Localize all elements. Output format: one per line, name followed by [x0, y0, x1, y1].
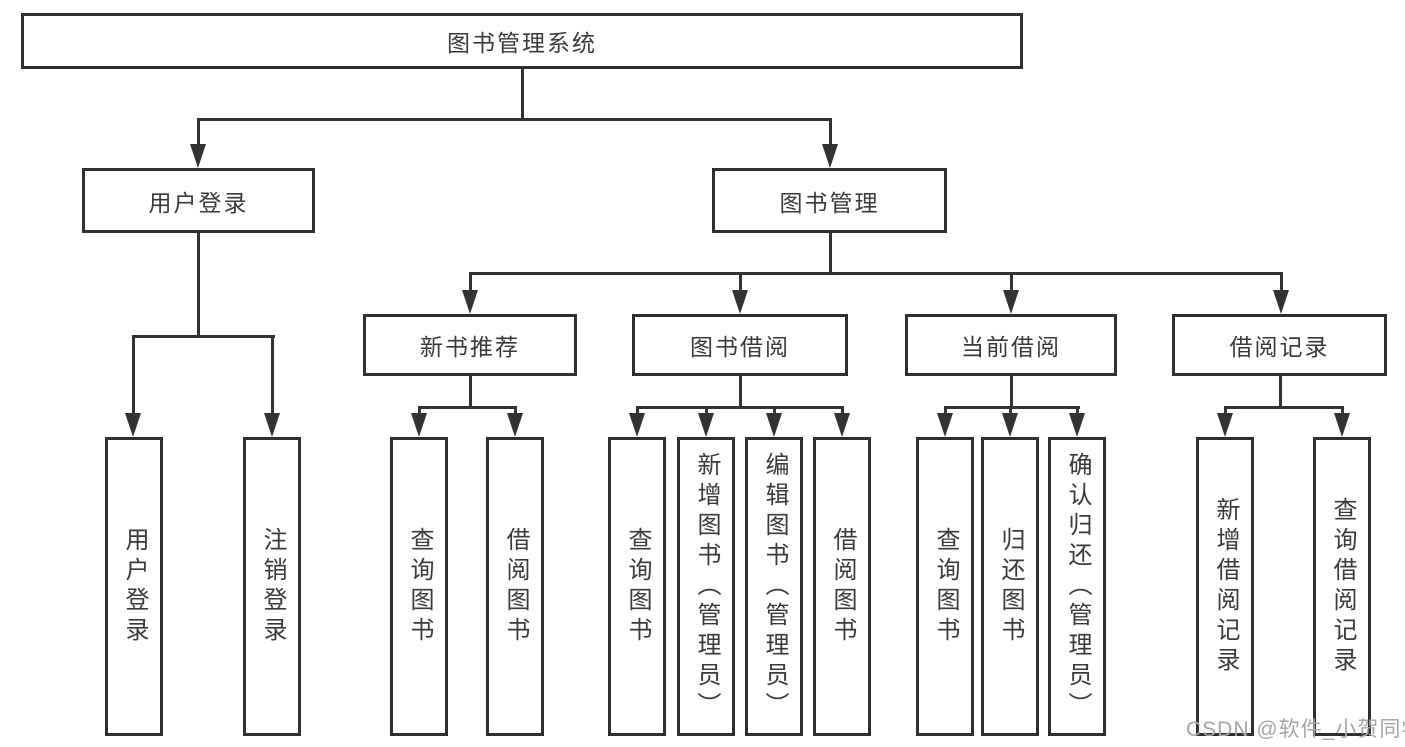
connector-line — [739, 376, 742, 406]
leaf-confirm-return-admin: 确认归还（管理员） — [1048, 437, 1106, 736]
connector-line — [197, 233, 200, 335]
connector-line — [944, 406, 1080, 409]
connector-line — [1010, 272, 1013, 292]
leaf-edit-book-admin: 编辑图书（管理员） — [745, 437, 803, 736]
connector-line — [418, 406, 421, 416]
connector-line — [636, 406, 844, 409]
arrowhead — [698, 413, 714, 437]
leaf-label: 编辑图书（管理员） — [761, 451, 788, 722]
node-label: 图书借阅 — [690, 334, 790, 360]
leaf-borrow-books-borrowing: 借阅图书 — [813, 437, 871, 736]
connector-line — [1224, 406, 1344, 409]
arrowhead — [190, 144, 206, 168]
leaf-label: 用户登录 — [121, 526, 148, 647]
connector-line — [1076, 406, 1079, 416]
arrowhead — [732, 290, 748, 314]
leaf-query-books-recommend: 查询图书 — [390, 437, 448, 736]
leaf-label: 归还图书 — [997, 526, 1024, 647]
arrowhead — [629, 413, 645, 437]
connector-line — [469, 272, 1282, 275]
leaf-label: 查询图书 — [406, 526, 433, 647]
arrowhead — [507, 413, 523, 437]
arrowhead — [264, 413, 280, 437]
leaf-query-books-current: 查询图书 — [916, 437, 974, 736]
leaf-add-book-admin: 新增图书（管理员） — [677, 437, 735, 736]
node-borrowing-records: 借阅记录 — [1172, 314, 1387, 376]
arrowhead — [1003, 290, 1019, 314]
arrowhead — [1002, 413, 1018, 437]
connector-line — [1279, 376, 1282, 406]
connector-line — [944, 406, 947, 416]
leaf-return-book: 归还图书 — [981, 437, 1039, 736]
leaf-label: 查询借阅记录 — [1329, 496, 1356, 677]
arrowhead — [1217, 413, 1233, 437]
arrowhead — [766, 413, 782, 437]
leaf-label: 借阅图书 — [502, 526, 529, 647]
arrowhead — [937, 413, 953, 437]
connector-line — [829, 233, 832, 272]
connector-line — [1280, 272, 1283, 292]
connector-line — [829, 118, 832, 148]
leaf-label: 新增借阅记录 — [1212, 496, 1239, 677]
leaf-logout: 注销登录 — [243, 437, 301, 736]
node-user-login: 用户登录 — [82, 168, 315, 233]
leaf-borrow-books-recommend: 借阅图书 — [486, 437, 544, 736]
node-label: 新书推荐 — [420, 334, 520, 360]
connector-line — [132, 335, 275, 338]
connector-line — [271, 335, 274, 414]
arrowhead — [462, 290, 478, 314]
node-label: 图书管理系统 — [447, 30, 597, 56]
leaf-user-login: 用户登录 — [105, 437, 163, 736]
node-book-borrowing: 图书借阅 — [632, 314, 848, 376]
connector-line — [841, 406, 844, 416]
node-label: 用户登录 — [148, 189, 249, 216]
node-library-management-system: 图书管理系统 — [21, 13, 1023, 69]
leaf-query-books-borrowing: 查询图书 — [608, 437, 666, 736]
node-current-borrowing: 当前借阅 — [905, 314, 1117, 376]
leaf-label: 新增图书（管理员） — [693, 451, 720, 722]
connector-line — [739, 272, 742, 292]
connector-line — [197, 118, 200, 148]
leaf-label: 借阅图书 — [829, 526, 856, 647]
connector-line — [521, 69, 524, 118]
connector-line — [1341, 406, 1344, 416]
arrowhead — [834, 413, 850, 437]
connector-line — [469, 376, 472, 406]
connector-line — [418, 406, 517, 409]
connector-line — [1009, 406, 1012, 416]
arrowhead — [1334, 413, 1350, 437]
node-label: 借阅记录 — [1229, 334, 1330, 360]
arrowhead — [411, 413, 427, 437]
node-label: 当前借阅 — [961, 334, 1061, 360]
leaf-label: 查询图书 — [932, 526, 959, 647]
connector-line — [773, 406, 776, 416]
node-label: 图书管理 — [779, 189, 880, 216]
node-book-management: 图书管理 — [712, 168, 947, 233]
leaf-label: 查询图书 — [624, 526, 651, 647]
connector-line — [1010, 376, 1013, 406]
arrowhead — [125, 413, 141, 437]
node-new-book-recommendation: 新书推荐 — [363, 314, 577, 376]
arrowhead — [1273, 290, 1289, 314]
leaf-label: 注销登录 — [259, 526, 286, 647]
arrowhead — [1069, 413, 1085, 437]
leaf-label: 确认归还（管理员） — [1064, 451, 1091, 722]
connector-line — [514, 406, 517, 416]
connector-line — [132, 335, 135, 414]
connector-line — [705, 406, 708, 416]
connector-line — [636, 406, 639, 416]
arrowhead — [822, 144, 838, 168]
connector-line — [197, 118, 832, 121]
leaf-query-borrow-record: 查询借阅记录 — [1313, 437, 1371, 736]
csdn-watermark: CSDN @软件_小贺同学 — [1186, 718, 1405, 741]
connector-line — [469, 272, 472, 292]
leaf-add-borrow-record: 新增借阅记录 — [1196, 437, 1254, 736]
connector-line — [1224, 406, 1227, 416]
